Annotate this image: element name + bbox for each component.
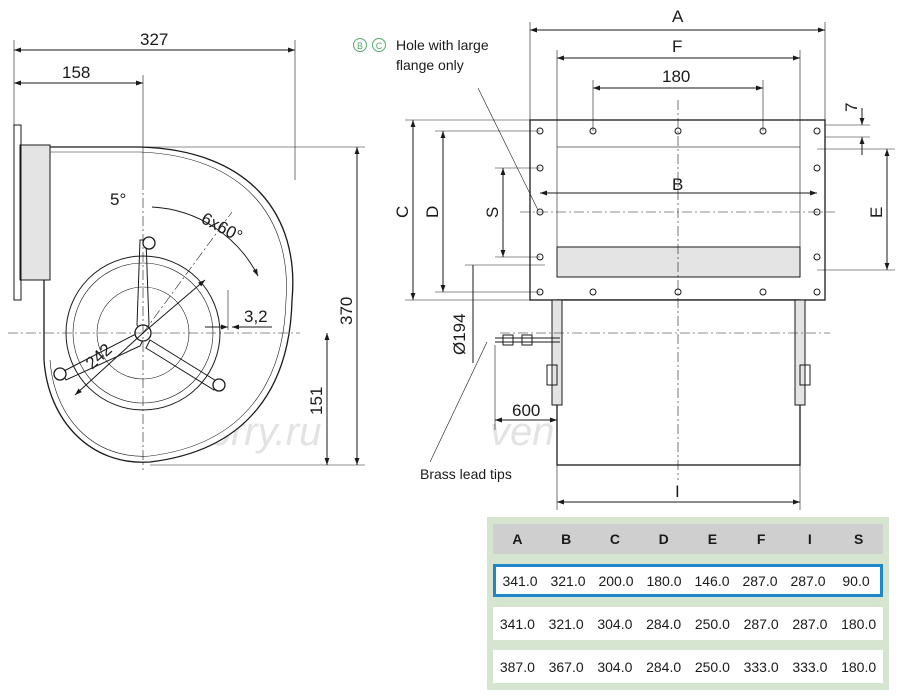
- table-cell: 180.0: [841, 658, 877, 675]
- table-cell: 333.0: [743, 658, 779, 675]
- table-cell: 180.0: [646, 572, 682, 589]
- flange-plate: [13, 124, 22, 301]
- dim-180: 180: [662, 67, 690, 86]
- dim-B: B: [672, 175, 683, 194]
- table-cell: 284.0: [646, 658, 682, 675]
- table-cell: 341.0: [499, 615, 535, 632]
- mounting-flange: [19, 144, 51, 281]
- table-row[interactable]: 341.0 321.0 304.0 284.0 250.0 287.0 287.…: [493, 607, 883, 640]
- hole-note-line2: flange only: [396, 57, 464, 73]
- dim-I: I: [675, 482, 680, 501]
- table-cell: 333.0: [792, 658, 828, 675]
- table-cell: 367.0: [548, 658, 584, 675]
- table-cell: 387.0: [499, 658, 535, 675]
- badge-c: [372, 38, 386, 52]
- hole-note-line1: Hole with large: [396, 37, 489, 53]
- col-header: F: [756, 531, 766, 547]
- table-cell: 146.0: [694, 572, 730, 589]
- mounting-holes: [536, 127, 821, 296]
- brass-lead-tips-note: Brass lead tips: [420, 466, 512, 482]
- side-view: A F 180 B I 7 C D S E Ø194: [393, 7, 895, 510]
- svg-text:B: B: [357, 41, 363, 51]
- dimensions-table: A B C D E F I S 341.0 321.0 200.0 180.0 …: [487, 517, 889, 690]
- table-cell: 287.0: [743, 615, 779, 632]
- table-cell: 250.0: [694, 615, 730, 632]
- dim-3-2: 3,2: [244, 307, 268, 326]
- col-header: E: [707, 531, 718, 547]
- dim-D: D: [423, 206, 442, 218]
- dim-A: A: [672, 7, 684, 26]
- dim-E: E: [867, 207, 886, 218]
- dim-327: 327: [140, 30, 168, 49]
- dim-C: C: [393, 206, 412, 218]
- table-cell: 304.0: [597, 615, 633, 632]
- dim-S: S: [483, 207, 502, 218]
- dim-5-deg: 5°: [110, 190, 126, 209]
- motor-body: [556, 299, 801, 466]
- dim-F: F: [672, 37, 682, 56]
- dim-151: 151: [307, 387, 326, 415]
- table-cell: 90.0: [842, 572, 870, 589]
- table-cell: 287.0: [792, 615, 828, 632]
- scroll-housing: [43, 146, 294, 463]
- dim-158: 158: [62, 63, 90, 82]
- table-cell: 304.0: [597, 658, 633, 675]
- table-cell: 321.0: [548, 615, 584, 632]
- table-cell: 284.0: [646, 615, 682, 632]
- col-header: A: [512, 531, 523, 547]
- col-header: B: [561, 531, 572, 547]
- table-cell: 287.0: [742, 572, 778, 589]
- table-row-selected[interactable]: 341.0 321.0 200.0 180.0 146.0 287.0 287.…: [493, 564, 883, 597]
- table-header: A B C D E F I S: [493, 524, 883, 554]
- table-row[interactable]: 387.0 367.0 304.0 284.0 250.0 333.0 333.…: [493, 650, 883, 683]
- col-header: S: [853, 531, 864, 547]
- col-header: D: [658, 531, 669, 547]
- table-cell: 321.0: [550, 572, 586, 589]
- badge-b: [353, 38, 367, 52]
- table-cell: 180.0: [841, 615, 877, 632]
- dim-diameter-194: Ø194: [450, 313, 469, 355]
- front-view: 327 158 370 151 5° 6x60° 3,2 242: [8, 30, 365, 470]
- col-header: C: [609, 531, 620, 547]
- col-header: I: [807, 531, 812, 547]
- dim-600: 600: [512, 401, 540, 420]
- dim-370: 370: [337, 297, 356, 325]
- table-cell: 287.0: [790, 572, 826, 589]
- table-cell: 200.0: [598, 572, 634, 589]
- dim-7: 7: [842, 103, 861, 112]
- table-cell: 341.0: [502, 572, 538, 589]
- table-cell: 250.0: [694, 658, 730, 675]
- svg-text:C: C: [376, 41, 383, 51]
